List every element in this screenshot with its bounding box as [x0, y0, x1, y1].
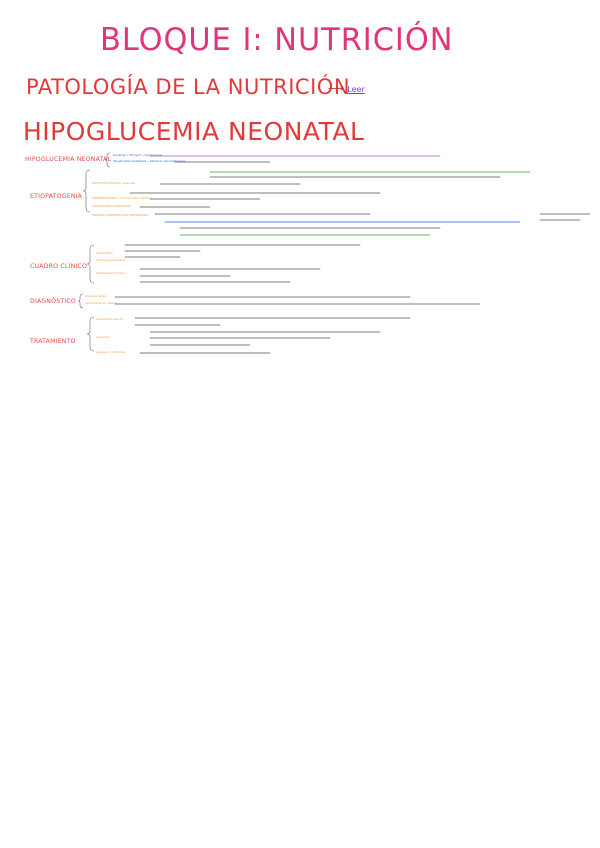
subtitle-arrow: ⟶ Leer [328, 82, 365, 95]
note-trat-2: Glucosa IV [96, 336, 110, 339]
section-title: HIPOGLUCEMIA NEONATAL [23, 117, 365, 146]
note-diag-2: Confirmación en plasma [85, 302, 117, 305]
label-etiopatogenia: ETIOPATOGENIA [30, 193, 83, 200]
note-etio-1: DÉFICIT DE SUSTRATO (reservas) [92, 182, 135, 185]
label-tratamiento: TRATAMIENTO [30, 338, 76, 345]
note-diag-1: Glucemia capilar [85, 295, 107, 298]
note-etio-3: ALTERACIONES HORMONALES [92, 205, 131, 208]
note-cuadro-2: Síntomas inespecíficos [96, 259, 126, 262]
subtitle-link[interactable]: Leer [347, 85, 365, 94]
label-cuadro-clinico: CUADRO CLÍNICO [30, 263, 88, 270]
note-cuadro-3: Síntomas autonómicos [96, 272, 126, 275]
note-hipo-1: Glucemia < 45 mg/dl → hipoglucemia [113, 154, 162, 157]
note-etio-4: ERRORES CONGÉNITOS DEL METABOLISMO [92, 214, 149, 217]
note-trat-3: Glucagón / corticoides [96, 351, 125, 354]
note-cuadro-1: Asintomático [96, 252, 113, 255]
note-trat-1: Alimentación precoz [96, 318, 123, 321]
note-etio-2: HIPERINSULINISMO → hijo de madre diabéti… [92, 197, 152, 200]
label-diagnostico: DIAGNÓSTICO [30, 298, 76, 305]
label-hipoglucemia: HIPOGLUCEMIA NEONATAL [25, 156, 112, 163]
chapter-subtitle: PATOLOGÍA DE LA NUTRICIÓN [26, 75, 351, 99]
arrow-right-icon: ⟶ [328, 82, 344, 95]
page-title: BLOQUE I: NUTRICIÓN [100, 22, 454, 58]
note-hipo-2: Hipoglucemia persistente → alteración de… [113, 160, 186, 163]
